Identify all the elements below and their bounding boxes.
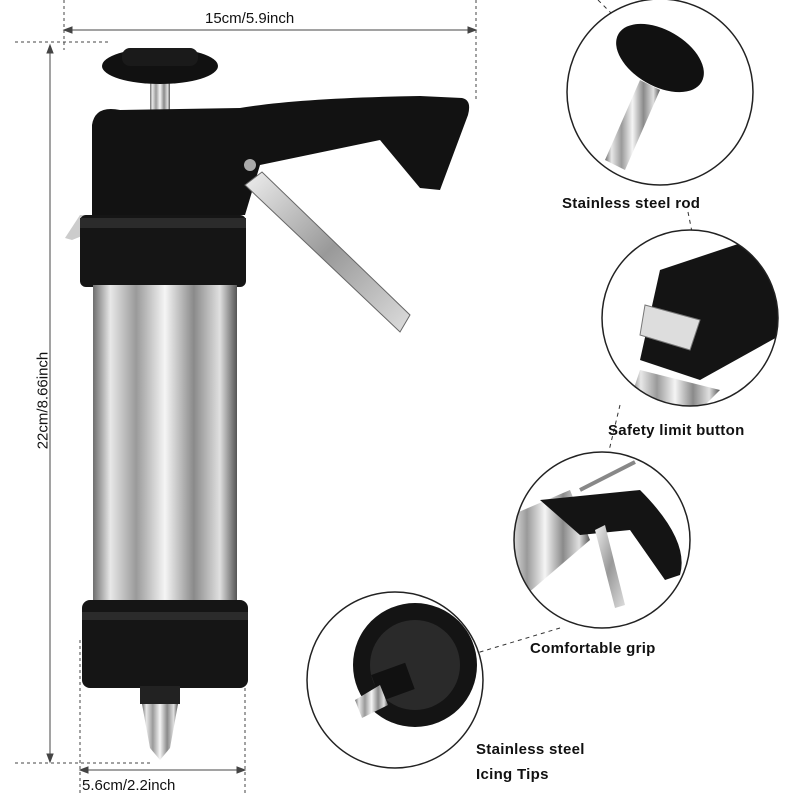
feature-label-icing-tips-line1: Stainless steel <box>476 741 585 758</box>
width-dimension-label: 15cm/5.9inch <box>205 10 295 27</box>
diameter-dimension-label: 5.6cm/2.2inch <box>82 777 176 794</box>
feature-label-icing-tips-line2: Icing Tips <box>476 766 549 783</box>
feature-label-steel-rod: Stainless steel rod <box>562 195 701 212</box>
feature-label-safety-button: Safety limit button <box>608 422 745 439</box>
detail-icing-tip <box>307 592 483 768</box>
detail-rod <box>567 0 753 185</box>
detail-grip <box>514 452 690 628</box>
cookie-press <box>65 48 470 760</box>
dimension-lines <box>15 0 478 795</box>
connector-lines <box>469 0 693 656</box>
height-dimension-label: 22cm/8.66inch <box>34 351 52 450</box>
detail-safety-button <box>602 230 778 406</box>
feature-label-grip: Comfortable grip <box>530 640 656 657</box>
